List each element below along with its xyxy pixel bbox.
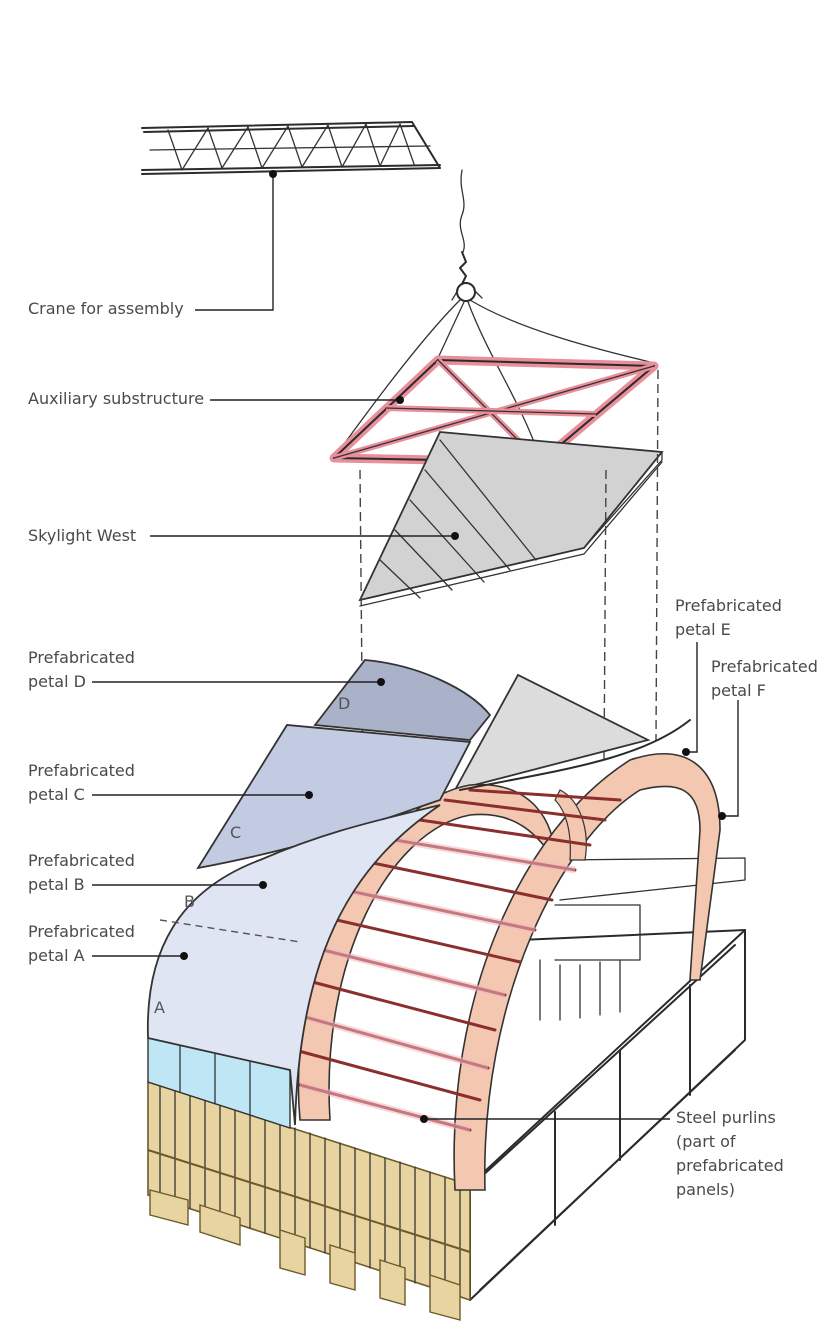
- timber-base: [147, 1080, 471, 1321]
- label-purlins-line4: panels): [676, 1180, 735, 1199]
- petal-f-dot: [718, 812, 726, 820]
- petal-a-dot: [180, 952, 188, 960]
- label-petal-c-line2: petal C: [28, 785, 85, 804]
- skylight-dot: [451, 532, 459, 540]
- petal-letter-c: C: [230, 823, 241, 842]
- skylight-west: [358, 431, 664, 607]
- crane-jib: [141, 121, 441, 175]
- petal-c-dot: [305, 791, 313, 799]
- label-petal-d-line2: petal D: [28, 672, 86, 691]
- label-petal-b-line1: Prefabricated: [28, 851, 135, 870]
- petal-letter-d: D: [338, 694, 350, 713]
- petal-letter-b: B: [184, 892, 195, 911]
- petal-e-leader: [686, 642, 698, 753]
- label-petal-f-line2: petal F: [711, 681, 766, 700]
- label-purlins-line2: (part of: [676, 1132, 736, 1151]
- label-petal-c-line1: Prefabricated: [28, 761, 135, 780]
- timber-arches: [297, 753, 721, 1191]
- crane-dot: [269, 170, 277, 178]
- petal-f-leader: [722, 700, 739, 817]
- label-petal-e-line2: petal E: [675, 620, 731, 639]
- label-petal-e-line1: Prefabricated: [675, 596, 782, 615]
- crane-leader: [195, 174, 274, 311]
- petal-d-dot: [377, 678, 385, 686]
- label-petal-b-line2: petal B: [28, 875, 85, 894]
- purlin-highlights: [297, 836, 576, 1134]
- petal-e: [453, 673, 651, 792]
- lifting-slings: [333, 299, 651, 459]
- crane-cable: [451, 169, 483, 302]
- petal-b-dot: [259, 881, 267, 889]
- label-skylight: Skylight West: [28, 526, 136, 545]
- purlins-dot: [420, 1115, 428, 1123]
- label-petal-f-line1: Prefabricated: [711, 657, 818, 676]
- label-substructure: Auxiliary substructure: [28, 389, 204, 408]
- top-edge-beam: [459, 719, 691, 791]
- label-petal-a-line2: petal A: [28, 946, 85, 965]
- petal-e-dot: [682, 748, 690, 756]
- label-petal-d-line1: Prefabricated: [28, 648, 135, 667]
- petal-letter-a: A: [154, 998, 165, 1017]
- substructure-dot: [396, 396, 404, 404]
- petal-d: [313, 659, 492, 741]
- label-crane: Crane for assembly: [28, 299, 184, 318]
- label-purlins-line3: prefabricated: [676, 1156, 784, 1175]
- label-purlins-line1: Steel purlins: [676, 1108, 776, 1127]
- label-petal-a-line1: Prefabricated: [28, 922, 135, 941]
